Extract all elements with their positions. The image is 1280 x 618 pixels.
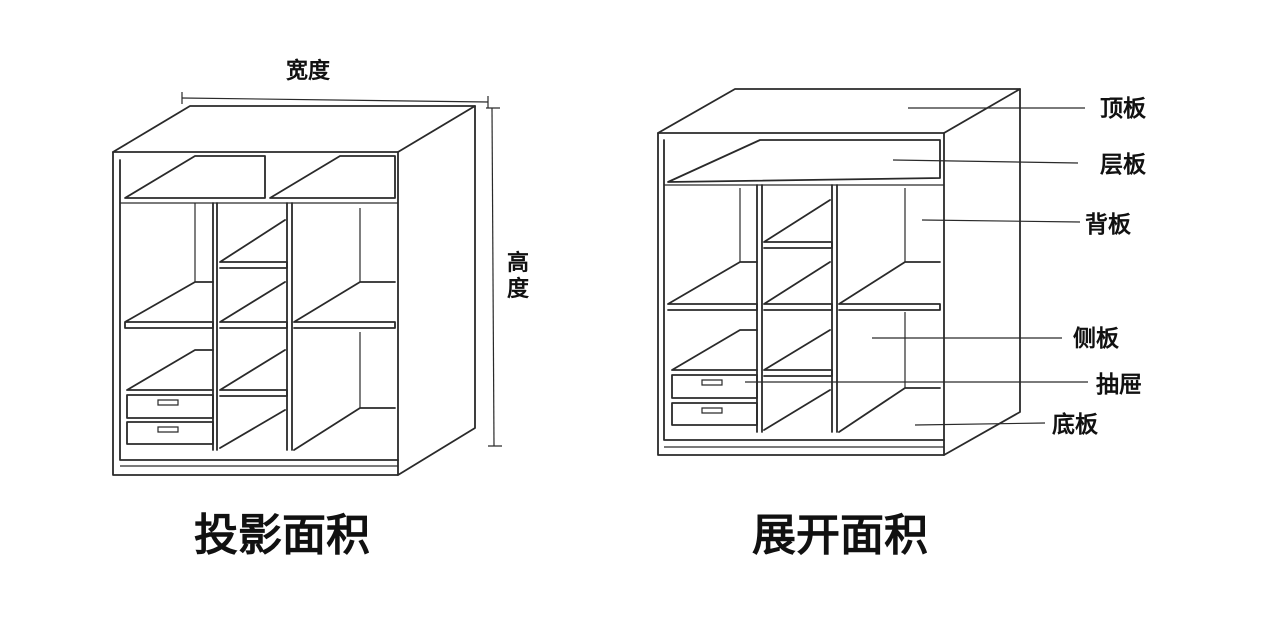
cabinet-unfolded-drawing bbox=[657, 88, 1021, 456]
top-shelf-right bbox=[269, 155, 396, 199]
shelf-right-mid bbox=[293, 281, 396, 329]
shelf-left-mid bbox=[124, 281, 214, 329]
height-label-char-1: 高 bbox=[507, 250, 529, 276]
mid-box-1 bbox=[219, 219, 288, 269]
shelf-right-bottom bbox=[838, 387, 941, 433]
label-top-panel: 顶板 bbox=[1100, 95, 1147, 122]
cabinet-right-side bbox=[943, 88, 1021, 456]
projection-area-caption: 投影面积 bbox=[194, 510, 370, 561]
mid-box-1 bbox=[763, 199, 833, 249]
mid-box-4 bbox=[763, 389, 831, 431]
leader-layer-shelf bbox=[892, 159, 1079, 164]
drawer-1 bbox=[671, 374, 758, 399]
width-dimension-ticks bbox=[181, 92, 489, 108]
cabinet-right-side bbox=[397, 105, 476, 476]
leader-back-panel bbox=[921, 219, 1081, 223]
unfolded-area-caption: 展开面积 bbox=[752, 510, 928, 561]
label-back-panel: 背板 bbox=[1085, 211, 1132, 238]
shelf-left-mid bbox=[667, 261, 758, 311]
drawer-handles bbox=[157, 399, 179, 433]
width-label: 宽度 bbox=[286, 58, 331, 84]
height-label-char-2: 度 bbox=[507, 276, 530, 302]
leader-bottom-panel bbox=[914, 422, 1046, 426]
mid-box-4 bbox=[219, 409, 286, 449]
cabinet-inner-frame bbox=[119, 159, 399, 461]
drawer-handles bbox=[701, 379, 723, 414]
top-shelf-left bbox=[124, 155, 266, 199]
label-layer-shelf: 层板 bbox=[1100, 151, 1147, 178]
width-dimension-line bbox=[181, 97, 489, 103]
mid-box-3 bbox=[219, 349, 288, 397]
mid-box-2 bbox=[219, 281, 288, 329]
height-dimension-ticks bbox=[486, 107, 502, 447]
drawer-1 bbox=[126, 394, 214, 419]
part-leader-lines bbox=[745, 107, 1088, 426]
drawer-top-edge bbox=[671, 329, 758, 371]
drawer-2 bbox=[126, 421, 214, 445]
cabinet-inner-frame bbox=[663, 139, 945, 441]
mid-box-3 bbox=[763, 329, 833, 377]
layer-shelf bbox=[667, 139, 941, 183]
height-dimension-line bbox=[491, 107, 495, 447]
drawer-top-edge bbox=[126, 349, 214, 391]
shelf-right-mid bbox=[838, 261, 941, 311]
cabinet-top-panel bbox=[657, 88, 1021, 134]
mid-box-2 bbox=[763, 261, 833, 311]
width-dimension: 宽度 bbox=[181, 58, 489, 108]
shelf-right-bottom bbox=[293, 407, 396, 451]
label-bottom-panel: 底板 bbox=[1052, 411, 1099, 438]
cabinet-top-panel bbox=[112, 105, 476, 153]
drawer-2 bbox=[671, 402, 758, 426]
label-drawer: 抽屉 bbox=[1096, 371, 1142, 398]
cabinet-projection-drawing bbox=[112, 105, 476, 476]
label-side-panel: 侧板 bbox=[1073, 325, 1120, 352]
height-dimension: 高 度 bbox=[486, 107, 530, 447]
